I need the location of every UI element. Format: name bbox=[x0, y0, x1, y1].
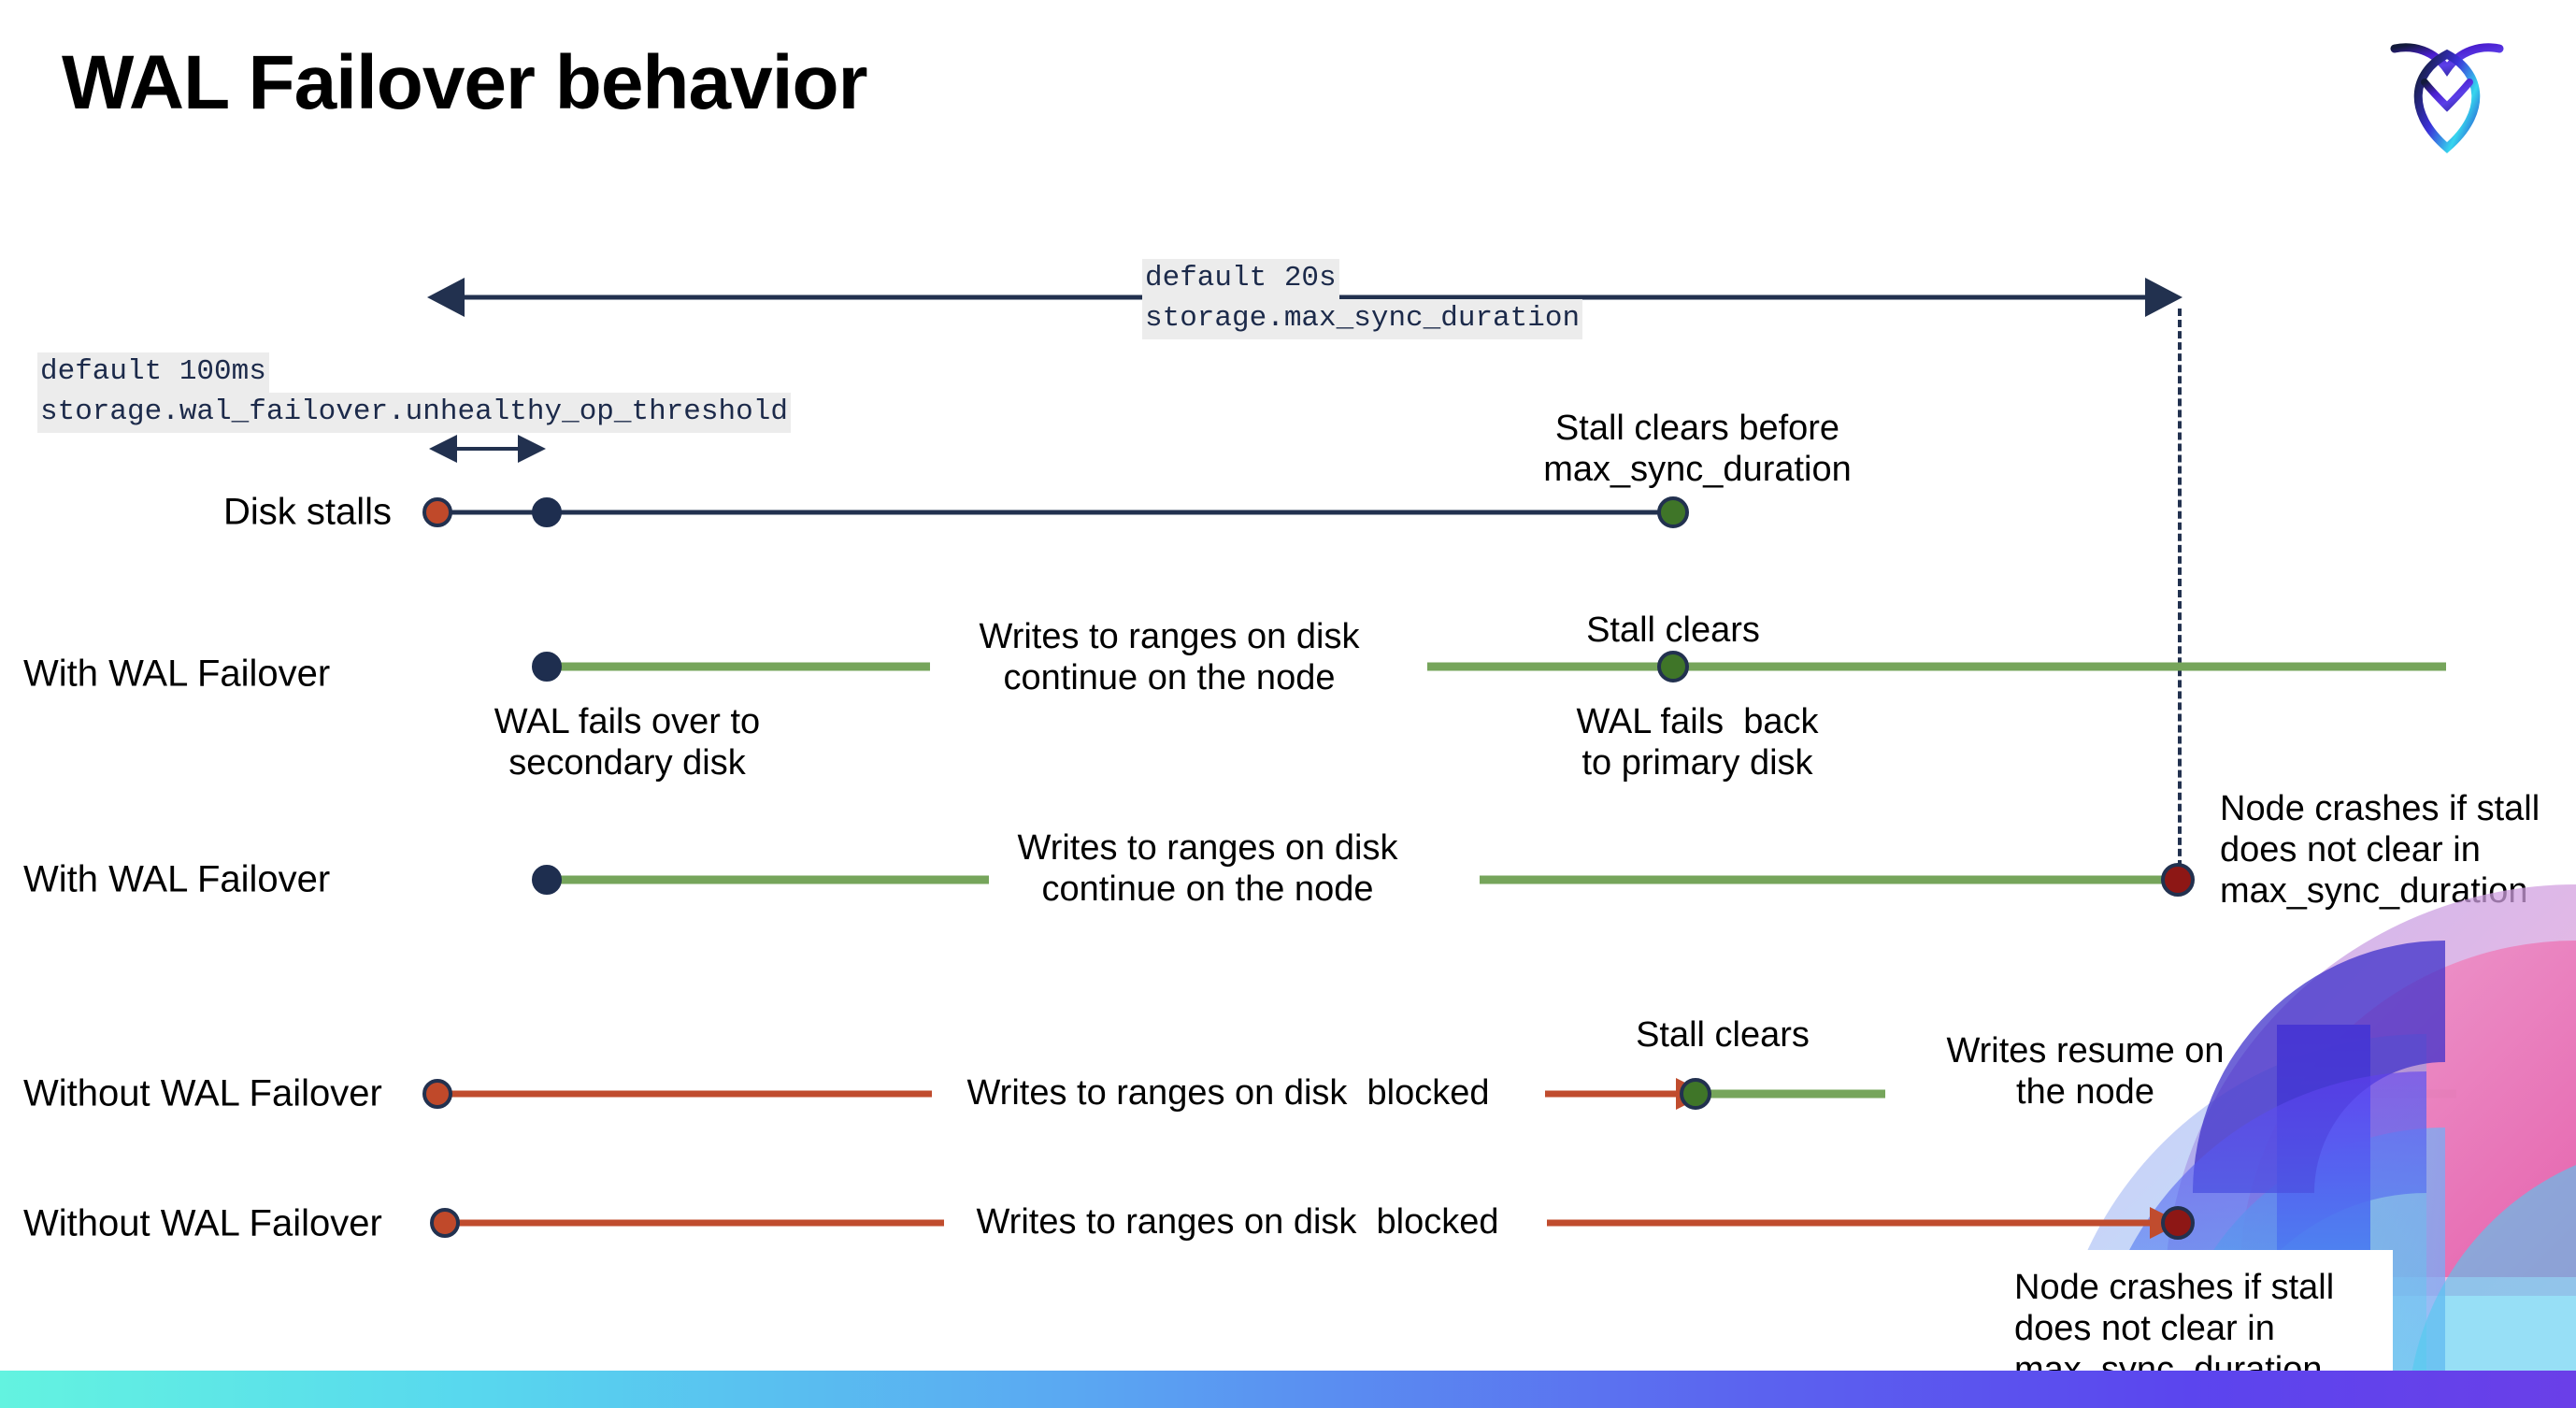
note-stall-clears-2: Stall clears bbox=[1636, 1015, 1810, 1055]
note-wal-fails-over: WAL fails over to secondary disk bbox=[494, 702, 761, 783]
unhealthy-setting-chip: storage.wal_failover.unhealthy_op_thresh… bbox=[37, 393, 791, 433]
max-sync-left-arrowhead bbox=[427, 278, 465, 317]
disk-stall-detected-dot bbox=[532, 497, 562, 527]
note-stall-clears-1: Stall clears bbox=[1586, 611, 1760, 650]
row-label-without-wal-failover-2: Without WAL Failover bbox=[23, 1202, 382, 1244]
cockroachdb-logo bbox=[2385, 26, 2509, 157]
bottom-gradient-band bbox=[0, 1371, 2576, 1408]
disk-stall-start-dot bbox=[422, 497, 452, 527]
note-stall-clears-before: Stall clears before max_sync_duration bbox=[1543, 409, 1852, 490]
without-wal-failover-1-resume-line-a bbox=[1694, 1089, 1885, 1099]
row-label-without-wal-failover-1: Without WAL Failover bbox=[23, 1072, 382, 1114]
without-wal-failover-2-blocked-line-a bbox=[445, 1219, 944, 1227]
without-wal-failover-1-resume-line-b bbox=[2288, 1089, 2456, 1099]
disk-stall-cleared-dot bbox=[1657, 496, 1689, 528]
with-wal-failover-2-line-left bbox=[547, 875, 989, 884]
wal-failover-start-dot-1 bbox=[532, 652, 562, 682]
with-wal-failover-1-line-left bbox=[547, 662, 930, 671]
note-writes-blocked-2: Writes to ranges on disk blocked bbox=[976, 1202, 1499, 1242]
without-wal-failover-2-blocked-line-b bbox=[1547, 1219, 2155, 1227]
node-crash-dot-1 bbox=[2161, 863, 2195, 897]
with-wal-failover-1-line-right bbox=[1427, 662, 2446, 671]
unhealthy-left-arrowhead bbox=[429, 435, 457, 463]
max-sync-dashed-guide bbox=[2178, 309, 2182, 879]
note-node-crashes-1: Node crashes if stall does not clear in … bbox=[2220, 789, 2540, 912]
row-label-with-wal-failover-2: With WAL Failover bbox=[23, 858, 331, 900]
unhealthy-right-arrowhead bbox=[518, 435, 546, 463]
unhealthy-threshold-span-line bbox=[455, 447, 518, 451]
without-wal-stall-start-dot-1 bbox=[422, 1079, 452, 1109]
without-wal-stall-cleared-dot-1 bbox=[1680, 1078, 1711, 1110]
page-title: WAL Failover behavior bbox=[62, 40, 868, 125]
note-writes-continue-2: Writes to ranges on disk continue on the… bbox=[1017, 828, 1398, 910]
wal-failover-start-dot-2 bbox=[532, 865, 562, 895]
note-writes-continue-1: Writes to ranges on disk continue on the… bbox=[979, 617, 1360, 698]
wal-failover-stall-cleared-dot-1 bbox=[1657, 651, 1689, 682]
node-crash-dot-2 bbox=[2161, 1206, 2195, 1240]
without-wal-failover-1-blocked-line-b bbox=[1545, 1090, 1681, 1098]
max-sync-right-arrowhead bbox=[2145, 278, 2182, 317]
max-sync-setting-chip: storage.max_sync_duration bbox=[1142, 299, 1583, 339]
note-writes-blocked-1: Writes to ranges on disk blocked bbox=[966, 1073, 1490, 1113]
note-writes-resume: Writes resume on the node bbox=[1946, 1031, 2225, 1113]
note-wal-fails-back: WAL fails back to primary disk bbox=[1576, 702, 1819, 783]
without-wal-stall-start-dot-2 bbox=[430, 1208, 460, 1238]
with-wal-failover-2-line-right bbox=[1480, 875, 2178, 884]
row-label-disk-stalls: Disk stalls bbox=[223, 491, 393, 533]
unhealthy-default-chip: default 100ms bbox=[37, 352, 269, 393]
note-node-crashes-2: Node crashes if stall does not clear in … bbox=[2014, 1268, 2335, 1389]
disk-stalls-timeline bbox=[437, 510, 1673, 515]
without-wal-failover-1-blocked-line-a bbox=[437, 1090, 932, 1098]
row-label-with-wal-failover-1: With WAL Failover bbox=[23, 653, 331, 695]
max-sync-default-chip: default 20s bbox=[1142, 259, 1339, 299]
